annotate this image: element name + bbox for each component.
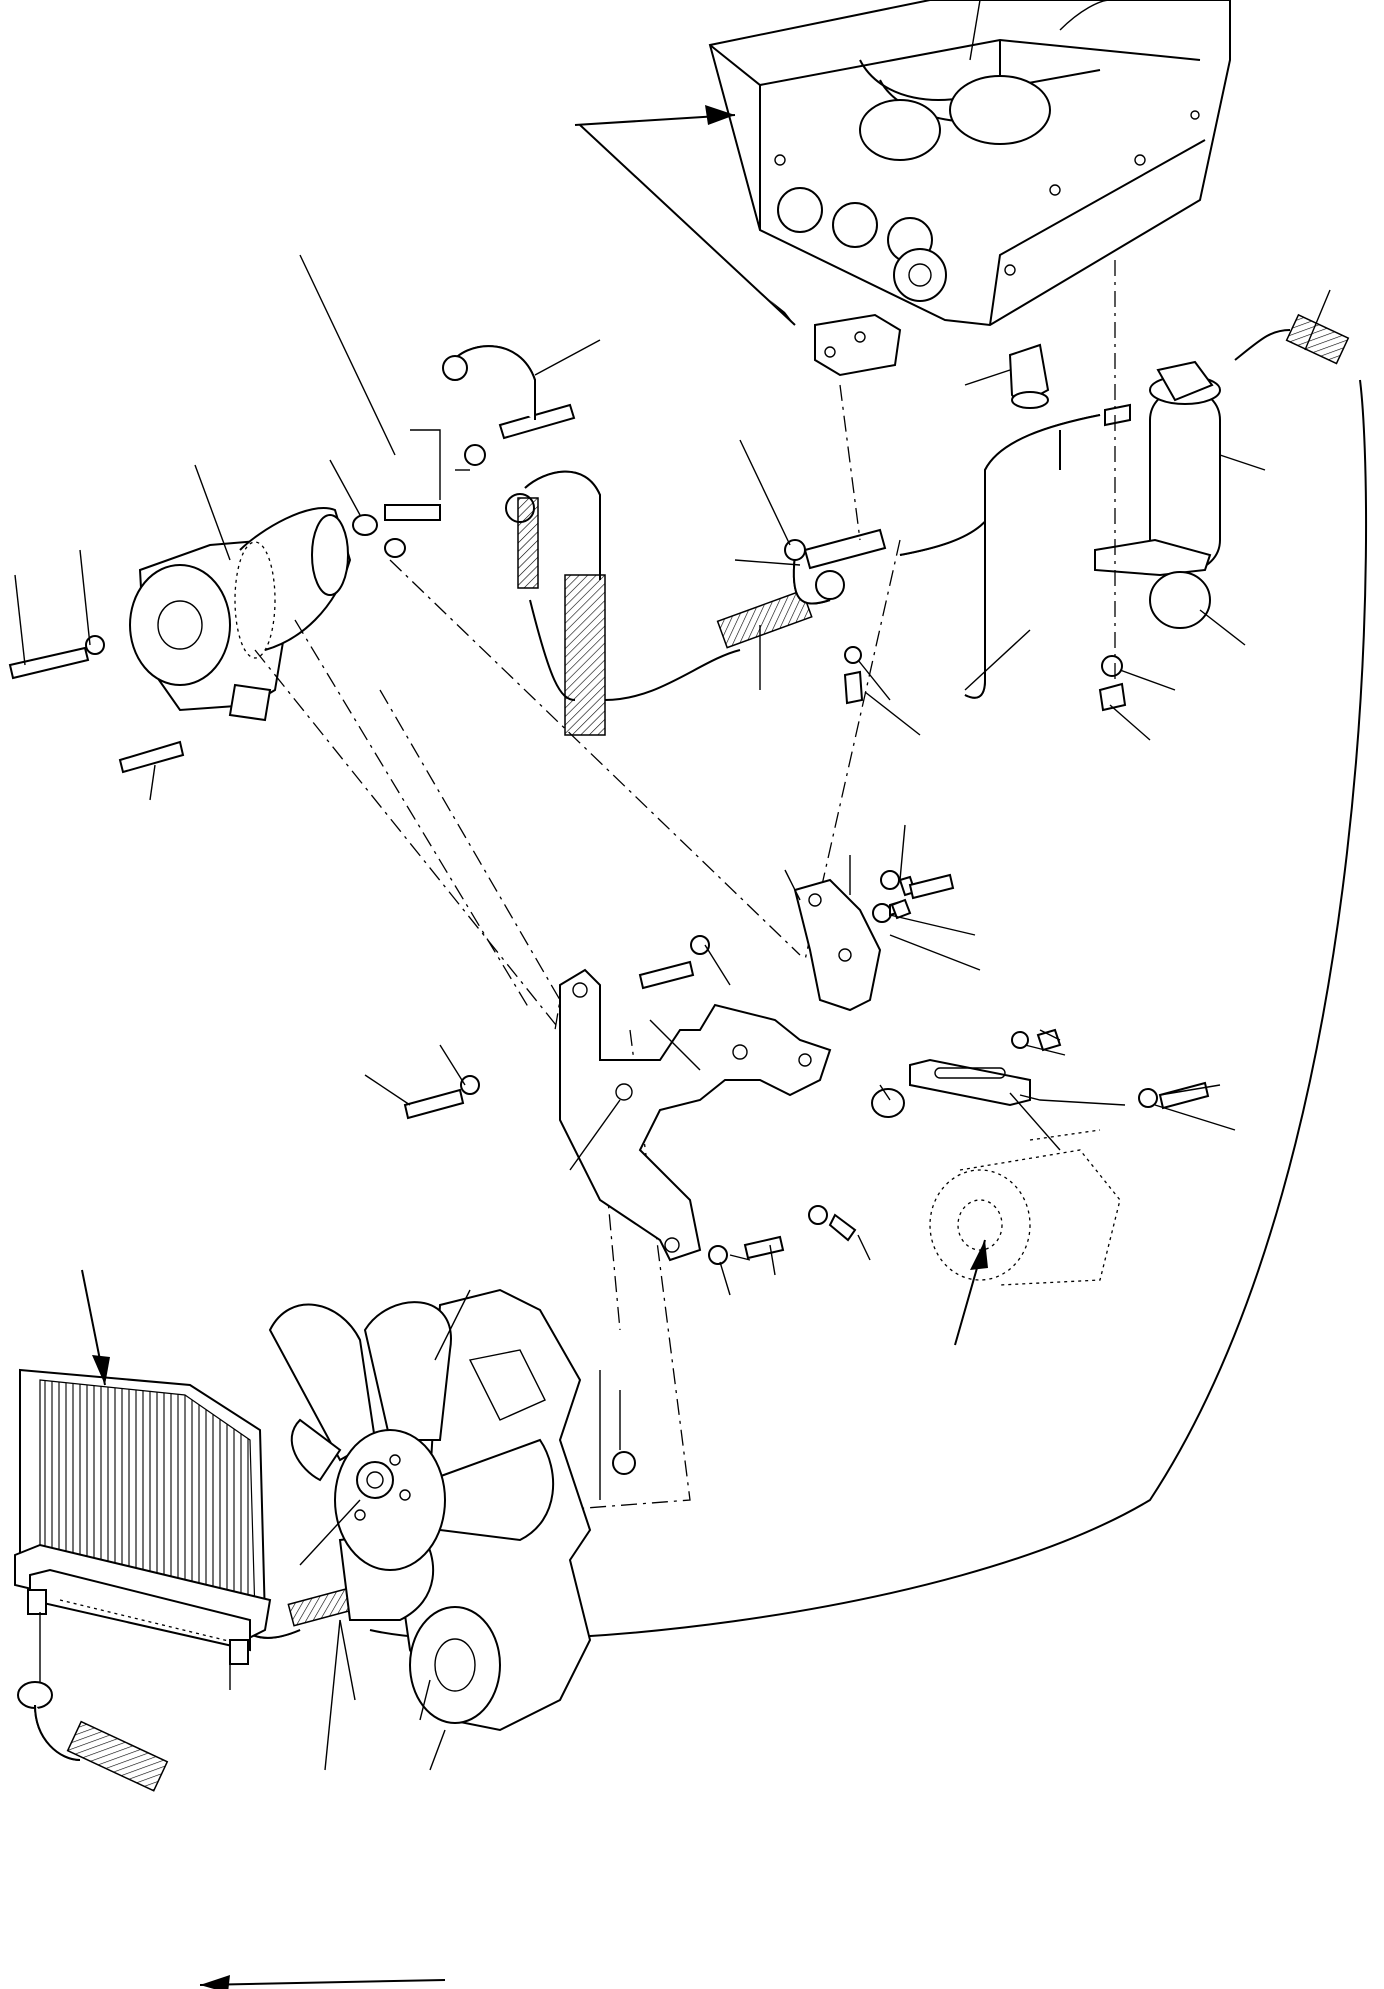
adjusting-strap — [871, 1028, 1210, 1118]
o-ring — [384, 538, 406, 558]
condenser-outlet-hose — [17, 1681, 169, 1792]
valve-pipes — [784, 459, 1016, 605]
compressor-hoses — [442, 345, 606, 736]
o-ring — [352, 514, 378, 536]
hose-line — [604, 649, 741, 701]
evaporator-ports — [777, 187, 947, 302]
liquid-line — [964, 403, 1131, 699]
expansion-valve — [814, 313, 902, 377]
engine-fan — [268, 1301, 555, 1621]
hose-sleeve — [716, 589, 813, 649]
outlet-arrow — [199, 1979, 446, 1986]
arrowhead — [970, 1240, 988, 1270]
evaporator-unit — [708, 0, 1231, 327]
bracket-plate — [793, 878, 882, 1012]
washer — [1101, 655, 1123, 677]
pointer-arrows-top — [574, 105, 796, 326]
nut — [1098, 682, 1127, 712]
screw — [843, 670, 864, 705]
condenser — [14, 1368, 272, 1690]
bolt — [498, 403, 576, 440]
pressure-switch — [1008, 343, 1050, 409]
washer — [464, 444, 486, 466]
washer — [844, 646, 862, 664]
arrowhead — [92, 1355, 110, 1385]
compressor — [129, 507, 352, 722]
compressor-bracket — [559, 968, 832, 1262]
compressor-bolts — [8, 635, 185, 774]
manifold-plate — [384, 504, 441, 521]
receiver-drier — [1094, 360, 1221, 629]
arrowhead — [200, 1975, 230, 1989]
alternator — [929, 1129, 1121, 1286]
leader-lines — [14, 0, 1331, 1771]
bracket-fasteners — [403, 870, 955, 1265]
